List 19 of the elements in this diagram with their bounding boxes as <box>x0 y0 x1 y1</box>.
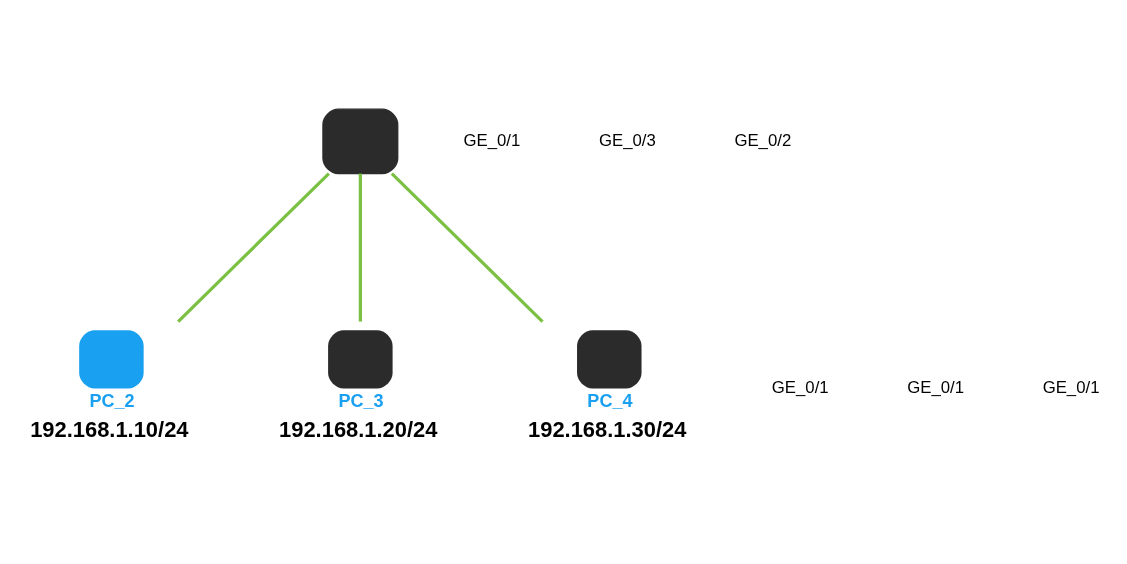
label: GE_0/1 <box>1042 377 1100 397</box>
label: GE_0/1 <box>463 130 521 150</box>
node-box <box>79 330 144 389</box>
label: GE_0/1 <box>907 377 965 397</box>
connector <box>177 172 330 323</box>
label: GE_0/1 <box>771 377 829 397</box>
label: GE_0/2 <box>734 130 792 150</box>
node-box <box>322 108 399 175</box>
node-label: 192.168.1.10/24 <box>30 416 189 442</box>
connector <box>390 172 544 323</box>
label: GE_0/3 <box>598 130 656 150</box>
node-box <box>577 330 642 389</box>
node-box <box>328 330 393 389</box>
node-label: 192.168.1.30/24 <box>528 416 687 442</box>
connector <box>358 173 362 322</box>
node-label: PC_3 <box>338 390 384 411</box>
node-label: 192.168.1.20/24 <box>279 416 438 442</box>
node-label: PC_2 <box>89 390 135 411</box>
node-label: PC_4 <box>587 390 633 411</box>
